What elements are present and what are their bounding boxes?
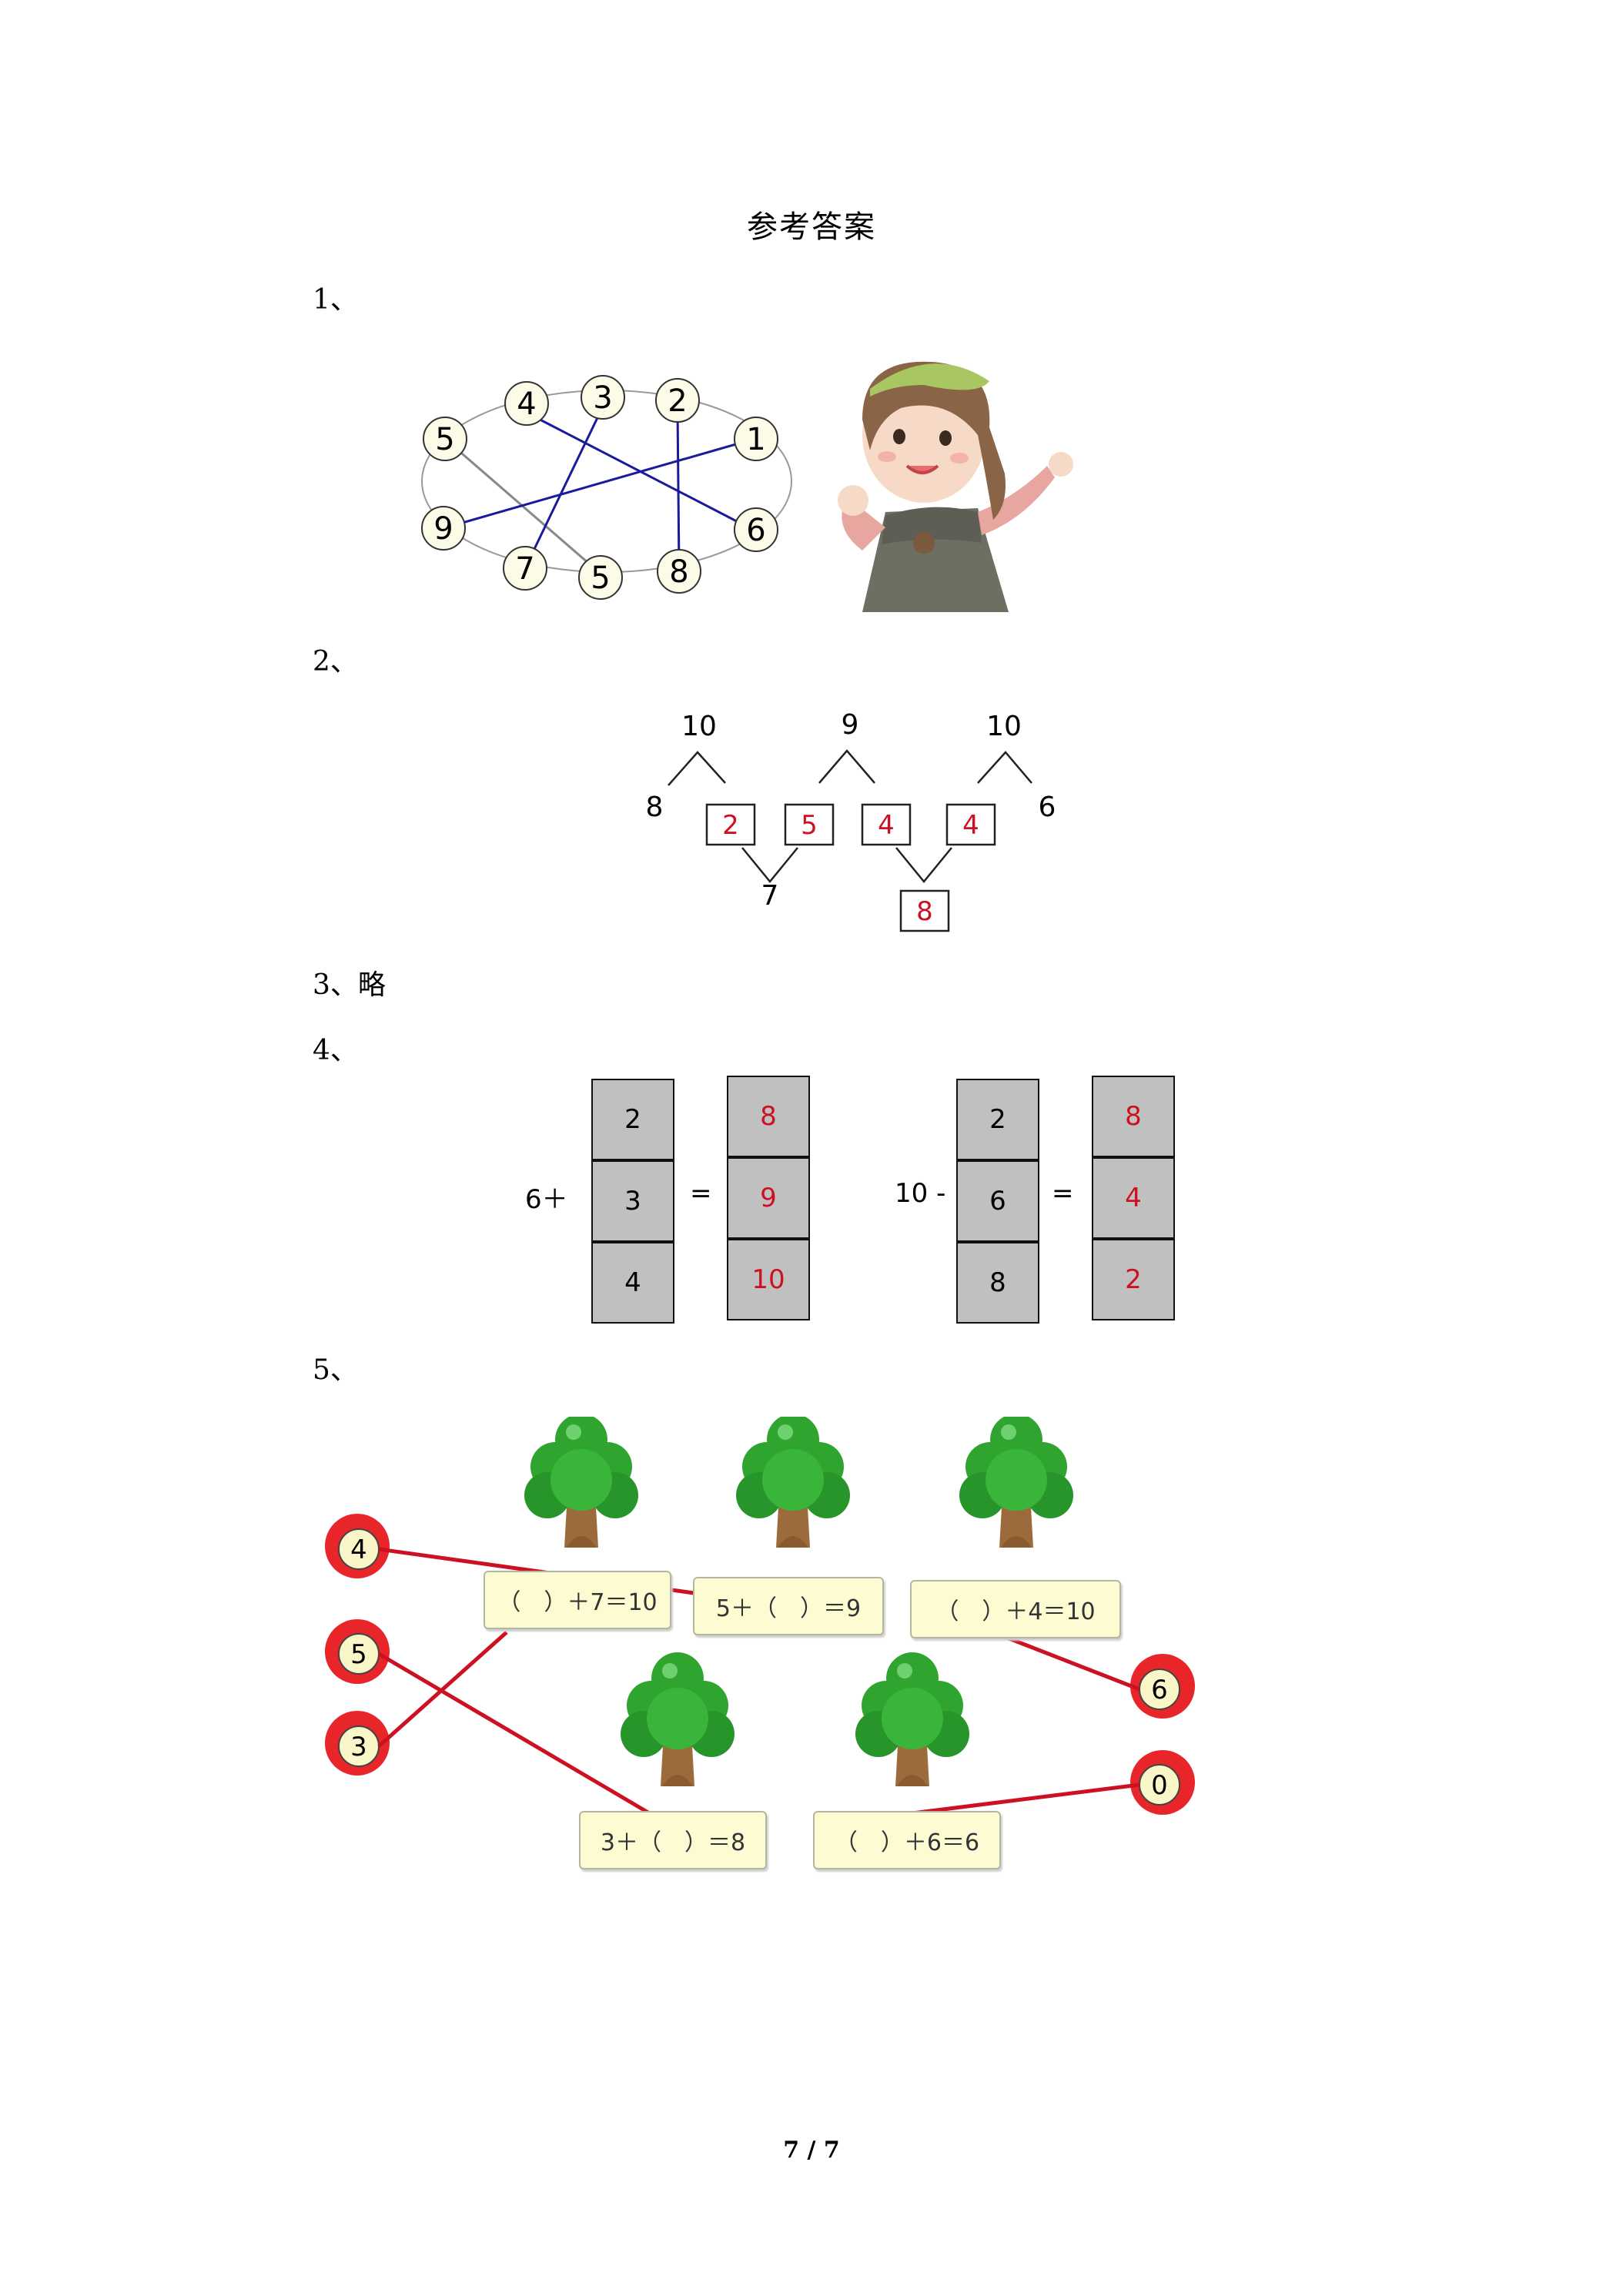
q4-left-addend-2: 3 <box>591 1160 674 1242</box>
svg-text:5: 5 <box>591 561 610 596</box>
node-6: 6 <box>734 507 778 552</box>
equation-box-1: （ ）＋7＝10 <box>484 1571 671 1629</box>
question-2-label: 2、 <box>313 646 358 678</box>
given-right: 6 <box>1039 792 1056 823</box>
equation-box-5: （ ）＋6＝6 <box>813 1811 1001 1869</box>
top-number-2: 9 <box>842 709 859 741</box>
q4-left-addend-1: 2 <box>591 1079 674 1160</box>
equation-box-2: 5＋（ ）＝9 <box>693 1577 884 1635</box>
node-2: 2 <box>655 378 700 423</box>
node-9: 9 <box>421 506 466 551</box>
line-2-8 <box>676 407 681 571</box>
apple-4: 4 <box>325 1514 390 1578</box>
answer-box-1: 2 <box>722 810 739 841</box>
line-1-9 <box>443 437 755 530</box>
svg-text:3: 3 <box>593 380 612 416</box>
node-7: 7 <box>503 546 547 591</box>
given-bottom: 7 <box>761 880 779 912</box>
svg-text:1: 1 <box>746 422 765 457</box>
svg-text:6: 6 <box>746 513 765 548</box>
svg-text:9: 9 <box>433 511 453 547</box>
q2-number-bonds: 10 9 10 8 6 7 2 5 4 4 8 <box>646 709 1056 932</box>
q4-right-result-1: 8 <box>1092 1076 1175 1157</box>
question-5-label: 5、 <box>313 1354 358 1386</box>
q4-right-result-3: 2 <box>1092 1239 1175 1320</box>
node-5-top: 5 <box>423 417 467 461</box>
q4-left-equals: = <box>690 1178 712 1209</box>
top-number-1: 10 <box>681 711 717 742</box>
equation-box-4: 3＋（ ）＝8 <box>579 1811 767 1869</box>
equation-box-3: （ ）＋4＝10 <box>910 1580 1121 1638</box>
answer-box-4: 4 <box>962 810 979 841</box>
top-number-3: 10 <box>986 711 1022 742</box>
q1-number-ring: 4 3 2 1 5 9 7 5 8 6 <box>421 375 792 600</box>
question-1-label: 1、 <box>313 284 358 316</box>
line-3-7 <box>524 406 604 569</box>
q4-left-result-3: 10 <box>727 1239 810 1320</box>
node-4: 4 <box>504 381 549 426</box>
svg-text:0: 0 <box>1151 1770 1168 1801</box>
node-3: 3 <box>581 375 625 420</box>
q4-right-subtrahend-1: 2 <box>956 1079 1039 1160</box>
svg-text:5: 5 <box>350 1639 367 1670</box>
svg-text:4: 4 <box>350 1535 367 1565</box>
q4-left-result-2: 9 <box>727 1157 810 1239</box>
girl-illustration <box>838 361 1073 612</box>
q4-right-equals: = <box>1052 1178 1074 1209</box>
answer-box-5: 8 <box>916 896 933 927</box>
svg-text:3: 3 <box>350 1732 367 1762</box>
ring-nodes: 4 3 2 1 5 9 7 5 8 6 <box>421 375 778 600</box>
answer-box-2: 5 <box>801 810 818 841</box>
q5-tree-matching: 4 5 3 6 0 <box>325 1417 1195 1819</box>
answer-box-3: 4 <box>878 810 895 841</box>
svg-text:6: 6 <box>1151 1675 1168 1705</box>
apple-5: 5 <box>325 1619 390 1684</box>
page-title: 参考答案 <box>747 209 876 245</box>
q4-left-addend-3: 4 <box>591 1242 674 1324</box>
svg-text:2: 2 <box>668 383 687 419</box>
q4-right-operator: 10 - <box>895 1178 946 1209</box>
question-4-label: 4、 <box>313 1035 358 1066</box>
apple-6: 6 <box>1130 1654 1195 1719</box>
apple-3: 3 <box>325 1711 390 1776</box>
apples: 4 5 3 6 0 <box>325 1514 1195 1815</box>
svg-text:5: 5 <box>435 422 454 457</box>
q4-left-result-1: 8 <box>727 1076 810 1157</box>
q4-right-subtrahend-2: 6 <box>956 1160 1039 1242</box>
question-3-label: 3、略 <box>313 969 386 1001</box>
node-1: 1 <box>734 417 778 461</box>
svg-text:4: 4 <box>517 387 536 422</box>
q4-left-operator: 6＋ <box>525 1184 568 1215</box>
q4-right-result-2: 4 <box>1092 1157 1175 1239</box>
svg-text:7: 7 <box>515 551 534 587</box>
svg-text:8: 8 <box>669 554 688 590</box>
page-number: 7 / 7 <box>783 2137 840 2164</box>
node-5-bottom: 5 <box>578 555 623 600</box>
apple-0: 0 <box>1130 1750 1195 1815</box>
q4-right-subtrahend-3: 8 <box>956 1242 1039 1324</box>
given-left: 8 <box>646 792 664 823</box>
node-8: 8 <box>657 549 701 594</box>
